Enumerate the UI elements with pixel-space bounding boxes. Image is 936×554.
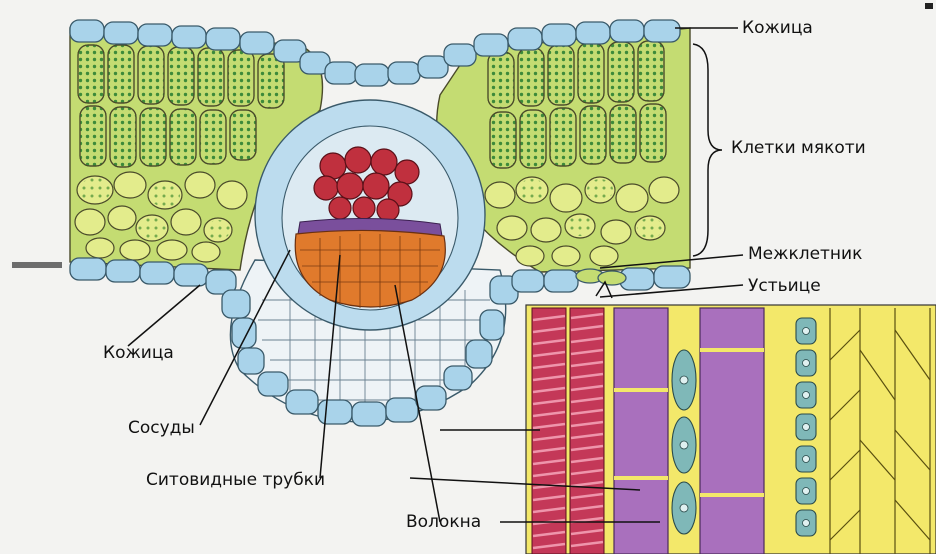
- label-vessels: Сосуды: [128, 418, 195, 438]
- conducting-tissue-inset: [526, 305, 936, 554]
- label-stoma: Устьице: [748, 276, 821, 296]
- edge-dash: [12, 262, 62, 268]
- label-sieve-tubes: Ситовидные трубки: [146, 470, 325, 490]
- label-fibers: Волокна: [406, 512, 481, 532]
- corner-square: [925, 3, 933, 9]
- label-epidermis-bottom: Кожица: [103, 343, 174, 363]
- label-epidermis-top: Кожица: [742, 18, 813, 38]
- stoma: [576, 269, 626, 285]
- label-intercellular: Межклетник: [748, 244, 862, 264]
- label-mesophyll: Клетки мякоти: [731, 138, 866, 158]
